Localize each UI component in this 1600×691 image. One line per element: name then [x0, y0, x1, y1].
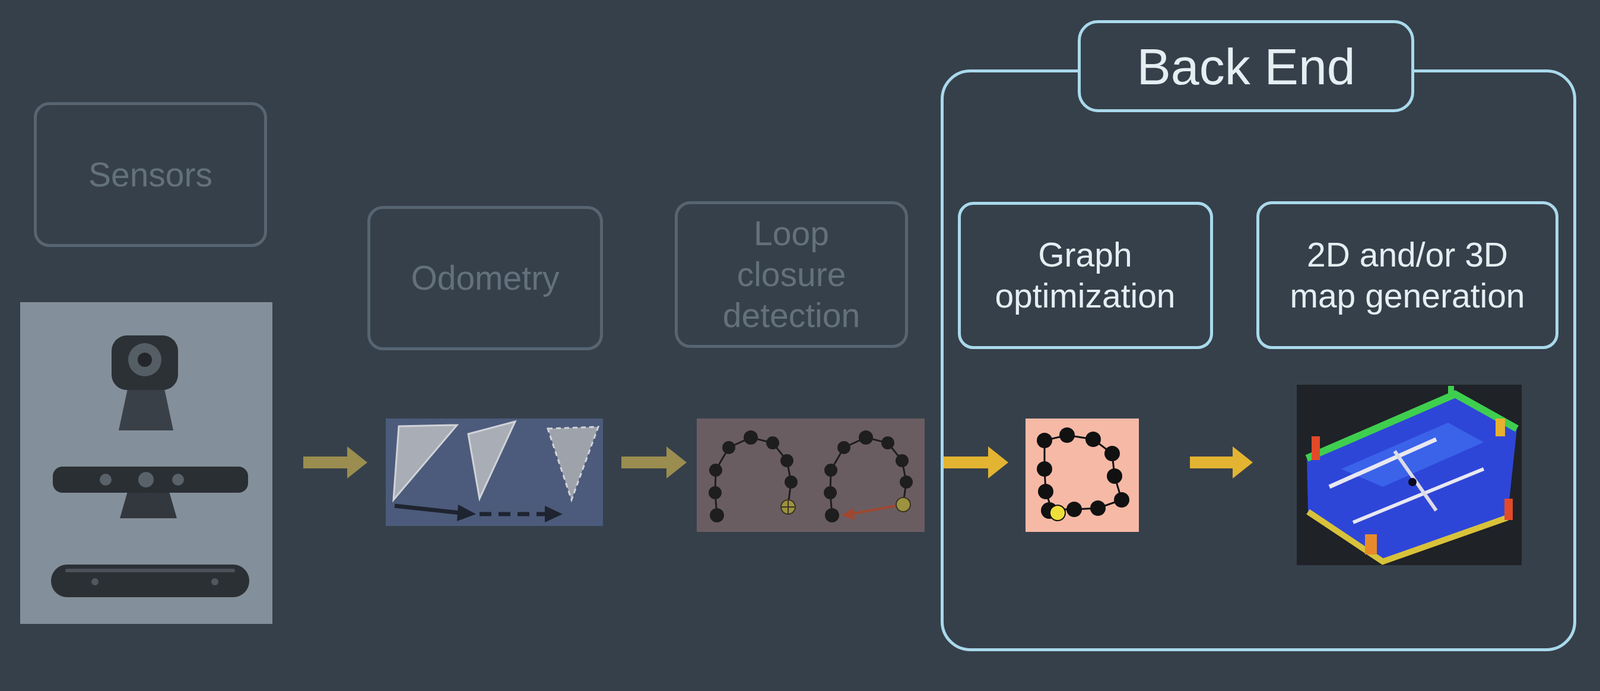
new-pose	[896, 497, 911, 512]
arrow-shaft	[621, 456, 667, 469]
map-object	[1364, 534, 1377, 555]
box-label: 2D and/or 3D map generation	[1282, 234, 1533, 317]
map-wall	[1394, 451, 1437, 511]
process-box: Loop closure detection	[674, 201, 909, 348]
process-box: Odometry	[367, 205, 603, 351]
camera-frustum	[547, 426, 599, 500]
process-box: Sensors	[33, 102, 268, 247]
process-box: 2D and/or 3D map generation	[1256, 201, 1559, 349]
webcam-head	[111, 335, 179, 390]
group-heading-tab: Back End	[1077, 20, 1415, 113]
photo-panel	[20, 302, 273, 624]
map-object	[1495, 418, 1506, 437]
kinect-lens	[99, 473, 112, 486]
webcam-stand	[118, 388, 174, 431]
realsense-lens	[211, 578, 219, 586]
webcam-lens	[128, 343, 162, 377]
map-wall	[1353, 468, 1484, 523]
flow-arrow	[1189, 446, 1253, 479]
arrow-head	[456, 504, 476, 522]
pose-dots	[823, 430, 913, 523]
webcam-lens-core	[137, 352, 152, 367]
map-object	[1311, 436, 1320, 460]
pose-dots	[708, 430, 798, 523]
arrow-head	[666, 446, 687, 479]
figure-panel	[385, 418, 603, 526]
new-pose-cross	[781, 499, 796, 514]
arrow-shaft	[1189, 456, 1233, 469]
kinect-base	[119, 491, 177, 519]
group-panel: Back EndGraph optimization2D and/or 3D m…	[940, 69, 1577, 652]
flow-arrow	[303, 446, 368, 479]
loop-link	[849, 505, 897, 514]
figure-panel	[696, 418, 925, 532]
map-wall	[1308, 511, 1508, 562]
arrow-head	[544, 505, 563, 523]
pose-chain	[715, 437, 792, 516]
camera-frustum	[393, 424, 457, 500]
closed-pose	[1049, 505, 1066, 521]
process-box: Graph optimization	[957, 201, 1214, 349]
sensor-photo	[20, 302, 273, 624]
new-pose	[781, 499, 796, 514]
box-label: Sensors	[52, 154, 249, 196]
box-label: Graph optimization	[972, 234, 1199, 317]
map-wall	[1329, 439, 1437, 487]
realsense-lens	[91, 578, 99, 586]
pose-graph	[1044, 435, 1122, 510]
arrow-shaft	[303, 456, 348, 469]
figure-panel	[1296, 384, 1522, 565]
figure-panel	[1025, 418, 1139, 532]
arrow-head	[347, 446, 368, 479]
arrow-head	[988, 446, 1009, 479]
map-object	[1448, 385, 1455, 399]
kinect-lens	[172, 473, 184, 486]
realsense-body	[51, 564, 250, 598]
pose-dots	[1036, 427, 1130, 519]
flow-arrow	[943, 446, 1009, 479]
arrow-shaft	[943, 456, 989, 469]
box-label: Loop closure detection	[702, 213, 881, 336]
arrow-head	[1232, 446, 1253, 479]
map-object	[1408, 477, 1417, 487]
flow-arrow	[621, 446, 687, 479]
graph-figure	[1025, 418, 1139, 532]
loop-figure	[696, 418, 925, 532]
realsense-highlight	[65, 568, 236, 573]
odometry-figure	[385, 418, 603, 526]
camera-frustum	[468, 421, 516, 499]
map-figure	[1296, 384, 1522, 565]
arrow-head	[841, 508, 855, 520]
kinect-lens	[138, 471, 154, 488]
motion-arrow	[479, 512, 546, 517]
pose-chain	[830, 437, 907, 516]
map-object	[1504, 498, 1513, 520]
map-floor	[1306, 394, 1517, 562]
box-label: Odometry	[387, 257, 584, 299]
motion-arrow	[394, 505, 461, 513]
group-heading: Back End	[1136, 36, 1355, 97]
kinect-bar	[52, 466, 249, 493]
